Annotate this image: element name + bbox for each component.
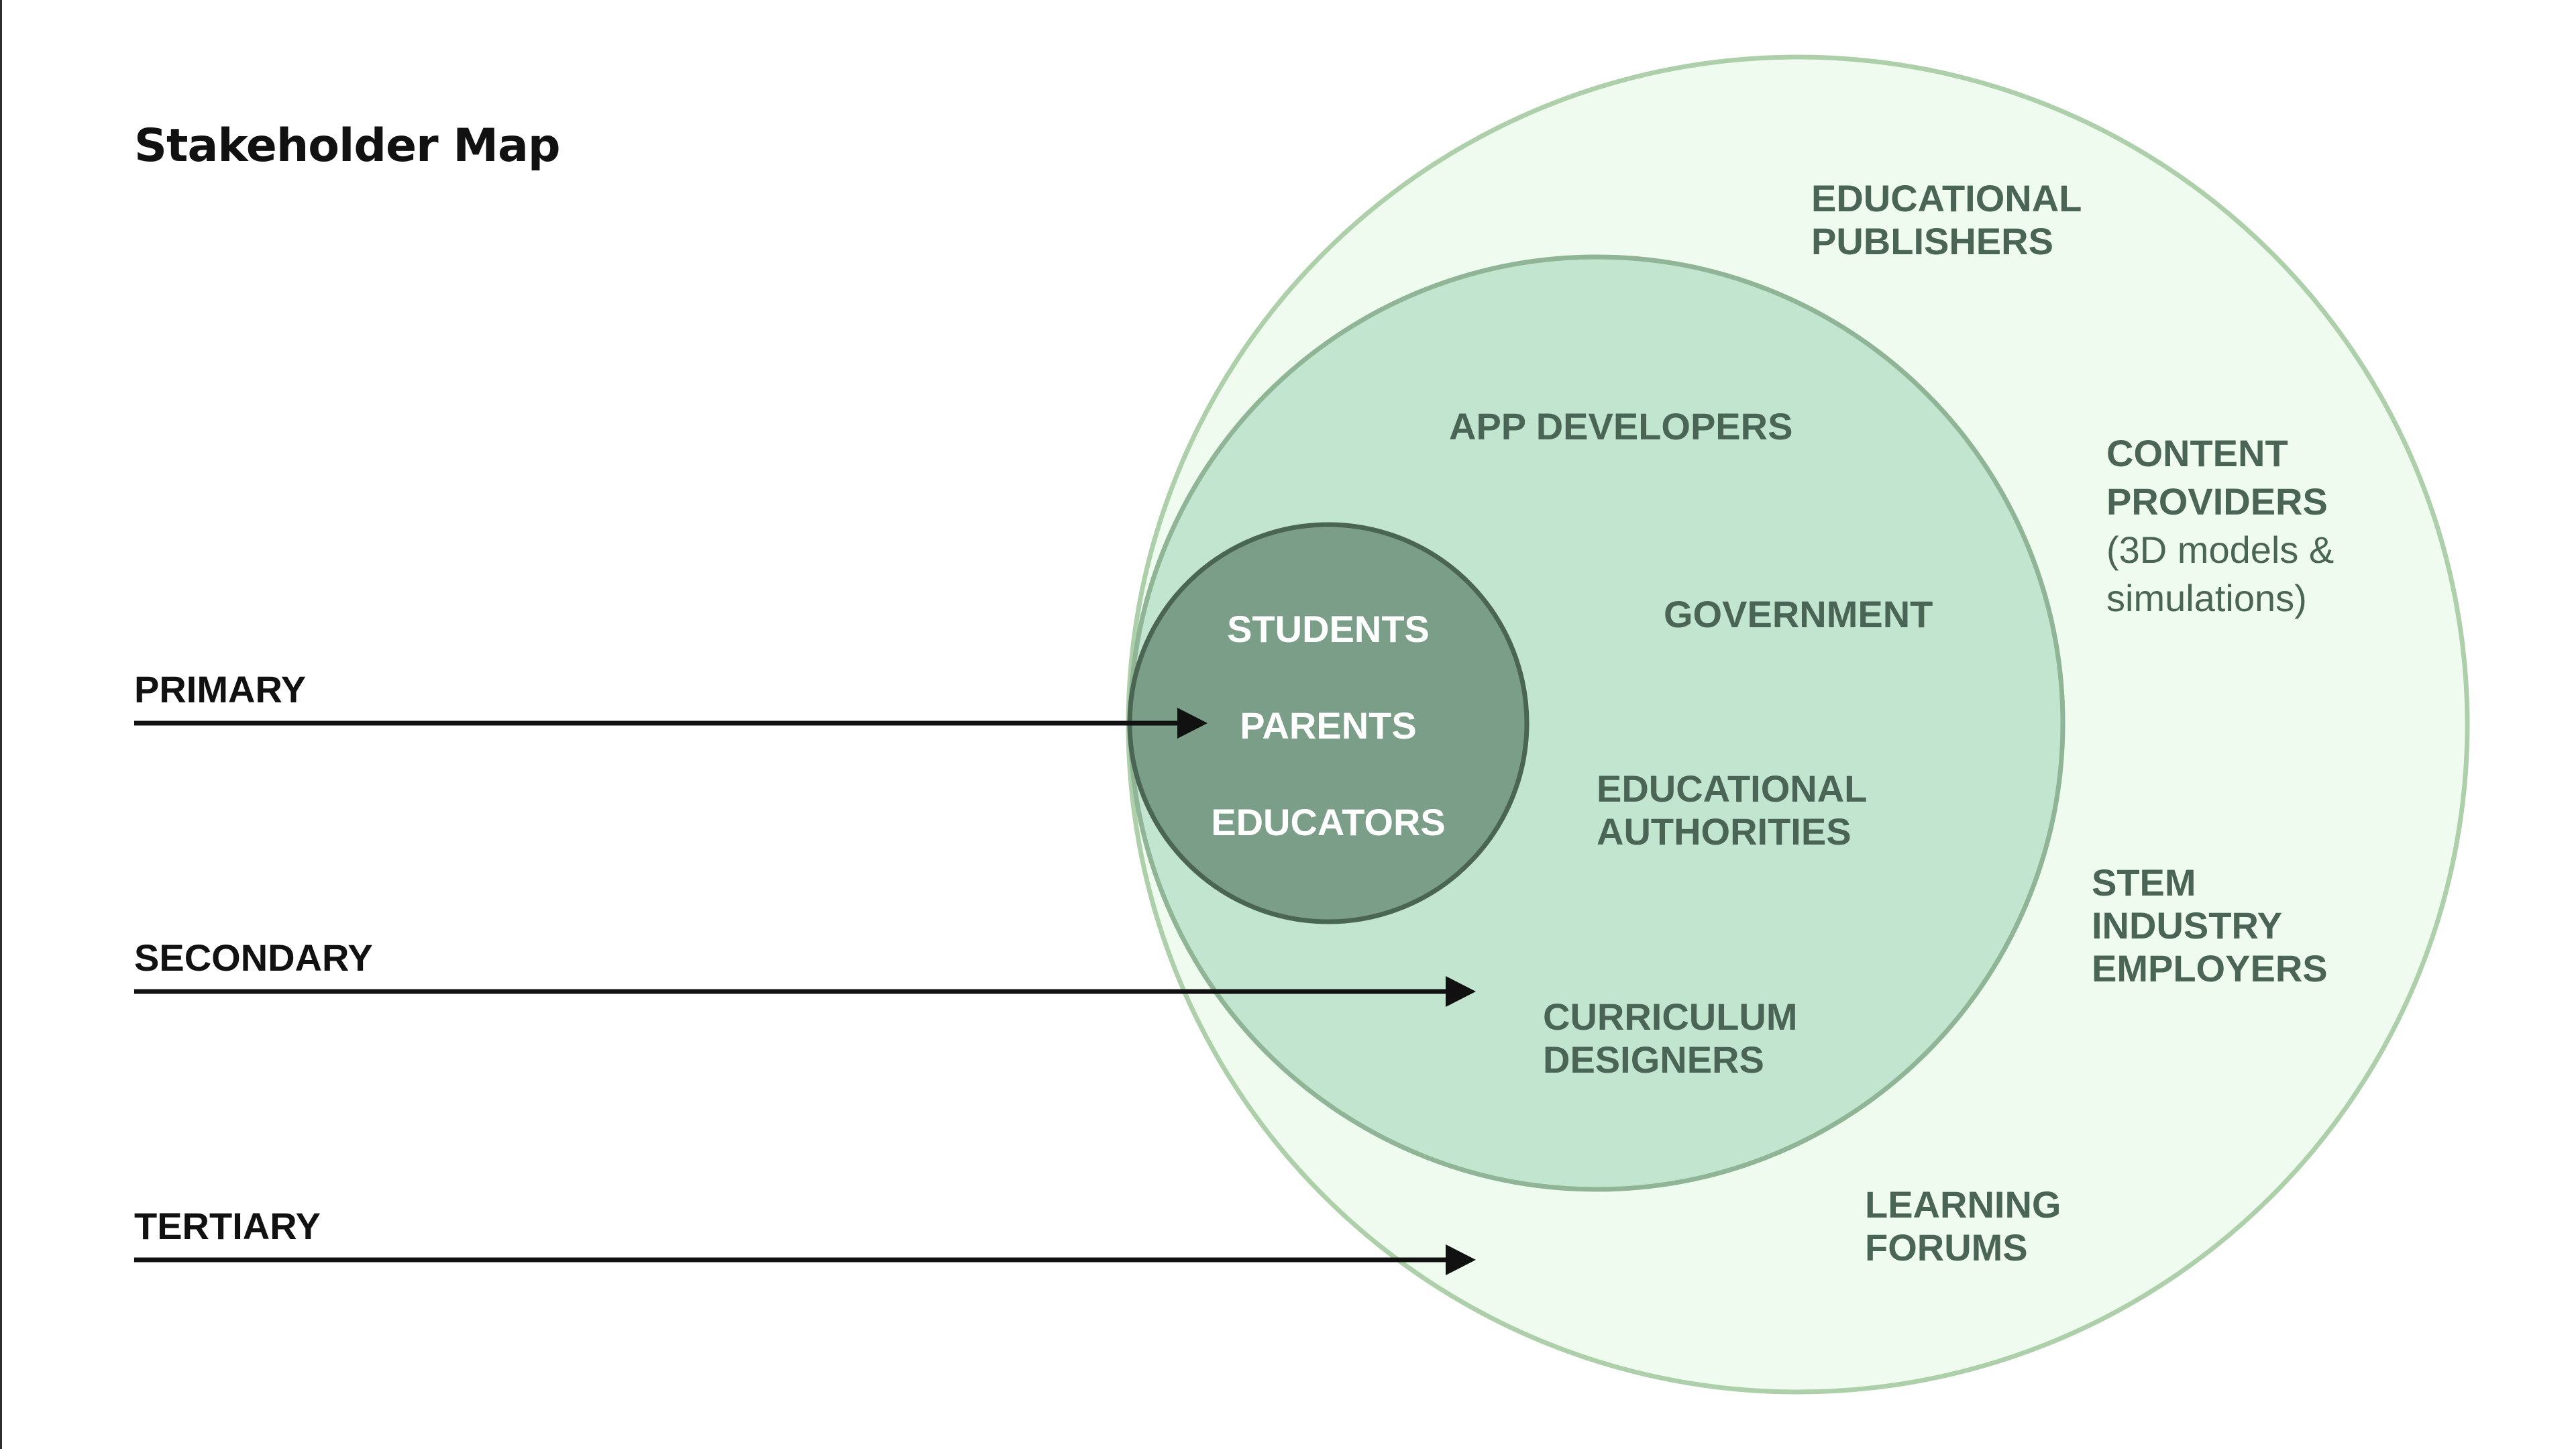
tertiary-level-label: TERTIARY	[134, 1205, 321, 1247]
educational-publishers-line-2: PUBLISHERS	[1811, 220, 2053, 262]
stakeholder-students: STUDENTS	[1227, 608, 1430, 650]
stakeholder-educational-publishers: EDUCATIONAL PUBLISHERS	[1811, 177, 2082, 263]
stakeholder-learning-forums: LEARNING FORUMS	[1865, 1183, 2061, 1269]
secondary-arrow	[134, 976, 1476, 1007]
curriculum-designers-line-2: DESIGNERS	[1543, 1038, 1764, 1081]
content-providers-note-line-1: (3D models &	[2106, 529, 2334, 571]
stem-industry-employers-line-1: STEM	[2092, 861, 2196, 904]
stakeholder-educators: EDUCATORS	[1211, 801, 1446, 843]
secondary-level-label: SECONDARY	[134, 936, 373, 979]
stakeholder-parents: PARENTS	[1240, 704, 1417, 747]
educational-publishers-line-1: EDUCATIONAL	[1811, 177, 2082, 219]
curriculum-designers-line-1: CURRICULUM	[1543, 996, 1798, 1038]
tertiary-arrow	[134, 1244, 1476, 1275]
learning-forums-line-1: LEARNING	[1865, 1183, 2061, 1226]
stakeholder-curriculum-designers: CURRICULUM DESIGNERS	[1543, 996, 1798, 1081]
stakeholder-app-developers: APP DEVELOPERS	[1449, 405, 1793, 447]
primary-arrow	[134, 708, 1208, 739]
educational-authorities-line-2: AUTHORITIES	[1597, 810, 1851, 853]
stakeholder-content-providers: CONTENT PROVIDERS (3D models & simulatio…	[2106, 429, 2334, 623]
content-providers-line-1: CONTENT	[2106, 432, 2288, 474]
stakeholder-educational-authorities: EDUCATIONAL AUTHORITIES	[1597, 767, 1867, 853]
stakeholder-stem-industry-employers: STEM INDUSTRY EMPLOYERS	[2092, 861, 2328, 990]
primary-level-label: PRIMARY	[134, 668, 307, 710]
educational-authorities-line-1: EDUCATIONAL	[1597, 767, 1868, 810]
learning-forums-line-2: FORUMS	[1865, 1226, 2028, 1269]
stem-industry-employers-line-3: EMPLOYERS	[2092, 947, 2328, 989]
stakeholder-government: GOVERNMENT	[1664, 593, 1933, 635]
content-providers-line-2: PROVIDERS	[2106, 480, 2328, 523]
stem-industry-employers-line-2: INDUSTRY	[2092, 904, 2283, 947]
page-title: Stakeholder Map	[134, 119, 561, 172]
content-providers-note-line-2: simulations)	[2106, 577, 2307, 619]
